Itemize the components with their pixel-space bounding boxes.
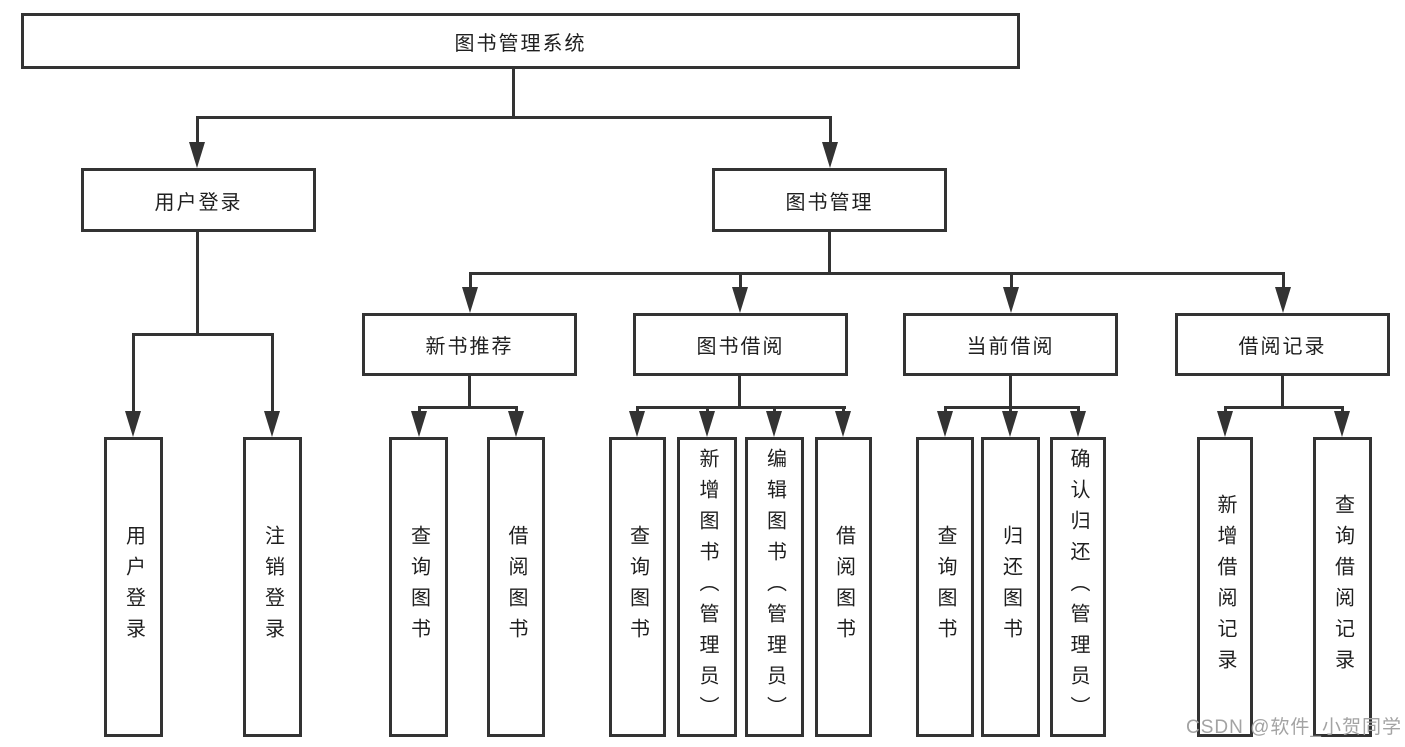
node-logout: 注销登录	[243, 437, 302, 737]
connector-line	[469, 272, 1285, 275]
node-label: 新增借阅记录	[1214, 494, 1236, 680]
connector-line	[1224, 406, 1344, 409]
arrow-down-icon	[1275, 287, 1291, 313]
node-return-books: 归还图书	[981, 437, 1040, 737]
node-book-management-branch: 图书管理	[712, 168, 947, 232]
arrow-down-icon	[462, 287, 478, 313]
node-borrow-books-recommend: 借阅图书	[487, 437, 545, 737]
arrow-down-icon	[732, 287, 748, 313]
connector-line	[944, 406, 1080, 409]
connector-line	[829, 119, 832, 146]
node-label: 查询图书	[407, 525, 430, 649]
connector-line	[1009, 376, 1012, 409]
node-label: 当前借阅	[966, 336, 1055, 358]
arrow-down-icon	[1334, 411, 1350, 437]
arrow-down-icon	[1002, 411, 1018, 437]
arrow-down-icon	[1003, 287, 1019, 313]
node-label: 确认归还（管理员）	[1067, 447, 1089, 727]
arrow-down-icon	[411, 411, 427, 437]
arrow-down-icon	[937, 411, 953, 437]
node-label: 注销登录	[261, 525, 284, 649]
node-label: 用户登录	[154, 191, 243, 214]
node-query-borrow-record: 查询借阅记录	[1313, 437, 1372, 737]
arrow-down-icon	[125, 411, 141, 437]
arrow-down-icon	[189, 142, 205, 168]
node-current-borrowing: 当前借阅	[903, 313, 1118, 376]
node-library-management-system: 图书管理系统	[21, 13, 1020, 69]
arrow-down-icon	[1217, 411, 1233, 437]
connector-line	[636, 406, 846, 409]
node-user-login-branch: 用户登录	[81, 168, 316, 232]
connector-line	[468, 376, 471, 409]
connector-line	[196, 232, 199, 336]
connector-line	[132, 333, 274, 336]
connector-line	[469, 275, 472, 289]
node-label: 归还图书	[999, 525, 1022, 649]
node-book-borrowing: 图书借阅	[633, 313, 848, 376]
connector-line	[271, 336, 274, 414]
arrow-down-icon	[508, 411, 524, 437]
arrow-down-icon	[699, 411, 715, 437]
node-label: 查询图书	[626, 525, 649, 649]
node-label: 图书借阅	[696, 336, 785, 358]
node-label: 图书管理	[785, 191, 874, 214]
node-user-login: 用户登录	[104, 437, 163, 737]
connector-line	[739, 275, 742, 289]
connector-line	[418, 406, 518, 409]
node-borrow-books: 借阅图书	[815, 437, 872, 737]
node-label: 新增图书（管理员）	[696, 447, 718, 727]
node-label: 借阅图书	[505, 525, 527, 649]
arrow-down-icon	[835, 411, 851, 437]
node-confirm-return-admin: 确认归还（管理员）	[1050, 437, 1106, 737]
node-query-books-recommend: 查询图书	[389, 437, 448, 737]
connector-line	[738, 376, 741, 409]
connector-line	[828, 232, 831, 275]
connector-line	[196, 119, 199, 146]
connector-line	[512, 69, 515, 119]
node-label: 用户登录	[122, 525, 145, 649]
connector-line	[196, 116, 832, 119]
node-borrowing-records: 借阅记录	[1175, 313, 1390, 376]
connector-line	[1282, 275, 1285, 289]
node-label: 新书推荐	[425, 336, 514, 358]
node-edit-book-admin: 编辑图书（管理员）	[745, 437, 804, 737]
arrow-down-icon	[822, 142, 838, 168]
csdn-watermark: CSDN @软件_小贺同学	[1186, 717, 1402, 738]
node-label: 借阅图书	[832, 525, 855, 649]
node-add-borrow-record: 新增借阅记录	[1197, 437, 1253, 737]
node-query-books-current: 查询图书	[916, 437, 974, 737]
node-label: 借阅记录	[1238, 336, 1327, 358]
node-label: 查询借阅记录	[1331, 494, 1354, 680]
connector-line	[1010, 275, 1013, 289]
node-label: 图书管理系统	[454, 32, 587, 55]
node-label: 编辑图书（管理员）	[763, 447, 786, 727]
arrow-down-icon	[1070, 411, 1086, 437]
node-add-book-admin: 新增图书（管理员）	[677, 437, 737, 737]
connector-line	[1281, 376, 1284, 409]
arrow-down-icon	[629, 411, 645, 437]
node-query-books-borrowing: 查询图书	[609, 437, 666, 737]
arrow-down-icon	[264, 411, 280, 437]
arrow-down-icon	[766, 411, 782, 437]
node-new-book-recommendation: 新书推荐	[362, 313, 577, 376]
connector-line	[132, 336, 135, 414]
node-label: 查询图书	[934, 525, 956, 649]
